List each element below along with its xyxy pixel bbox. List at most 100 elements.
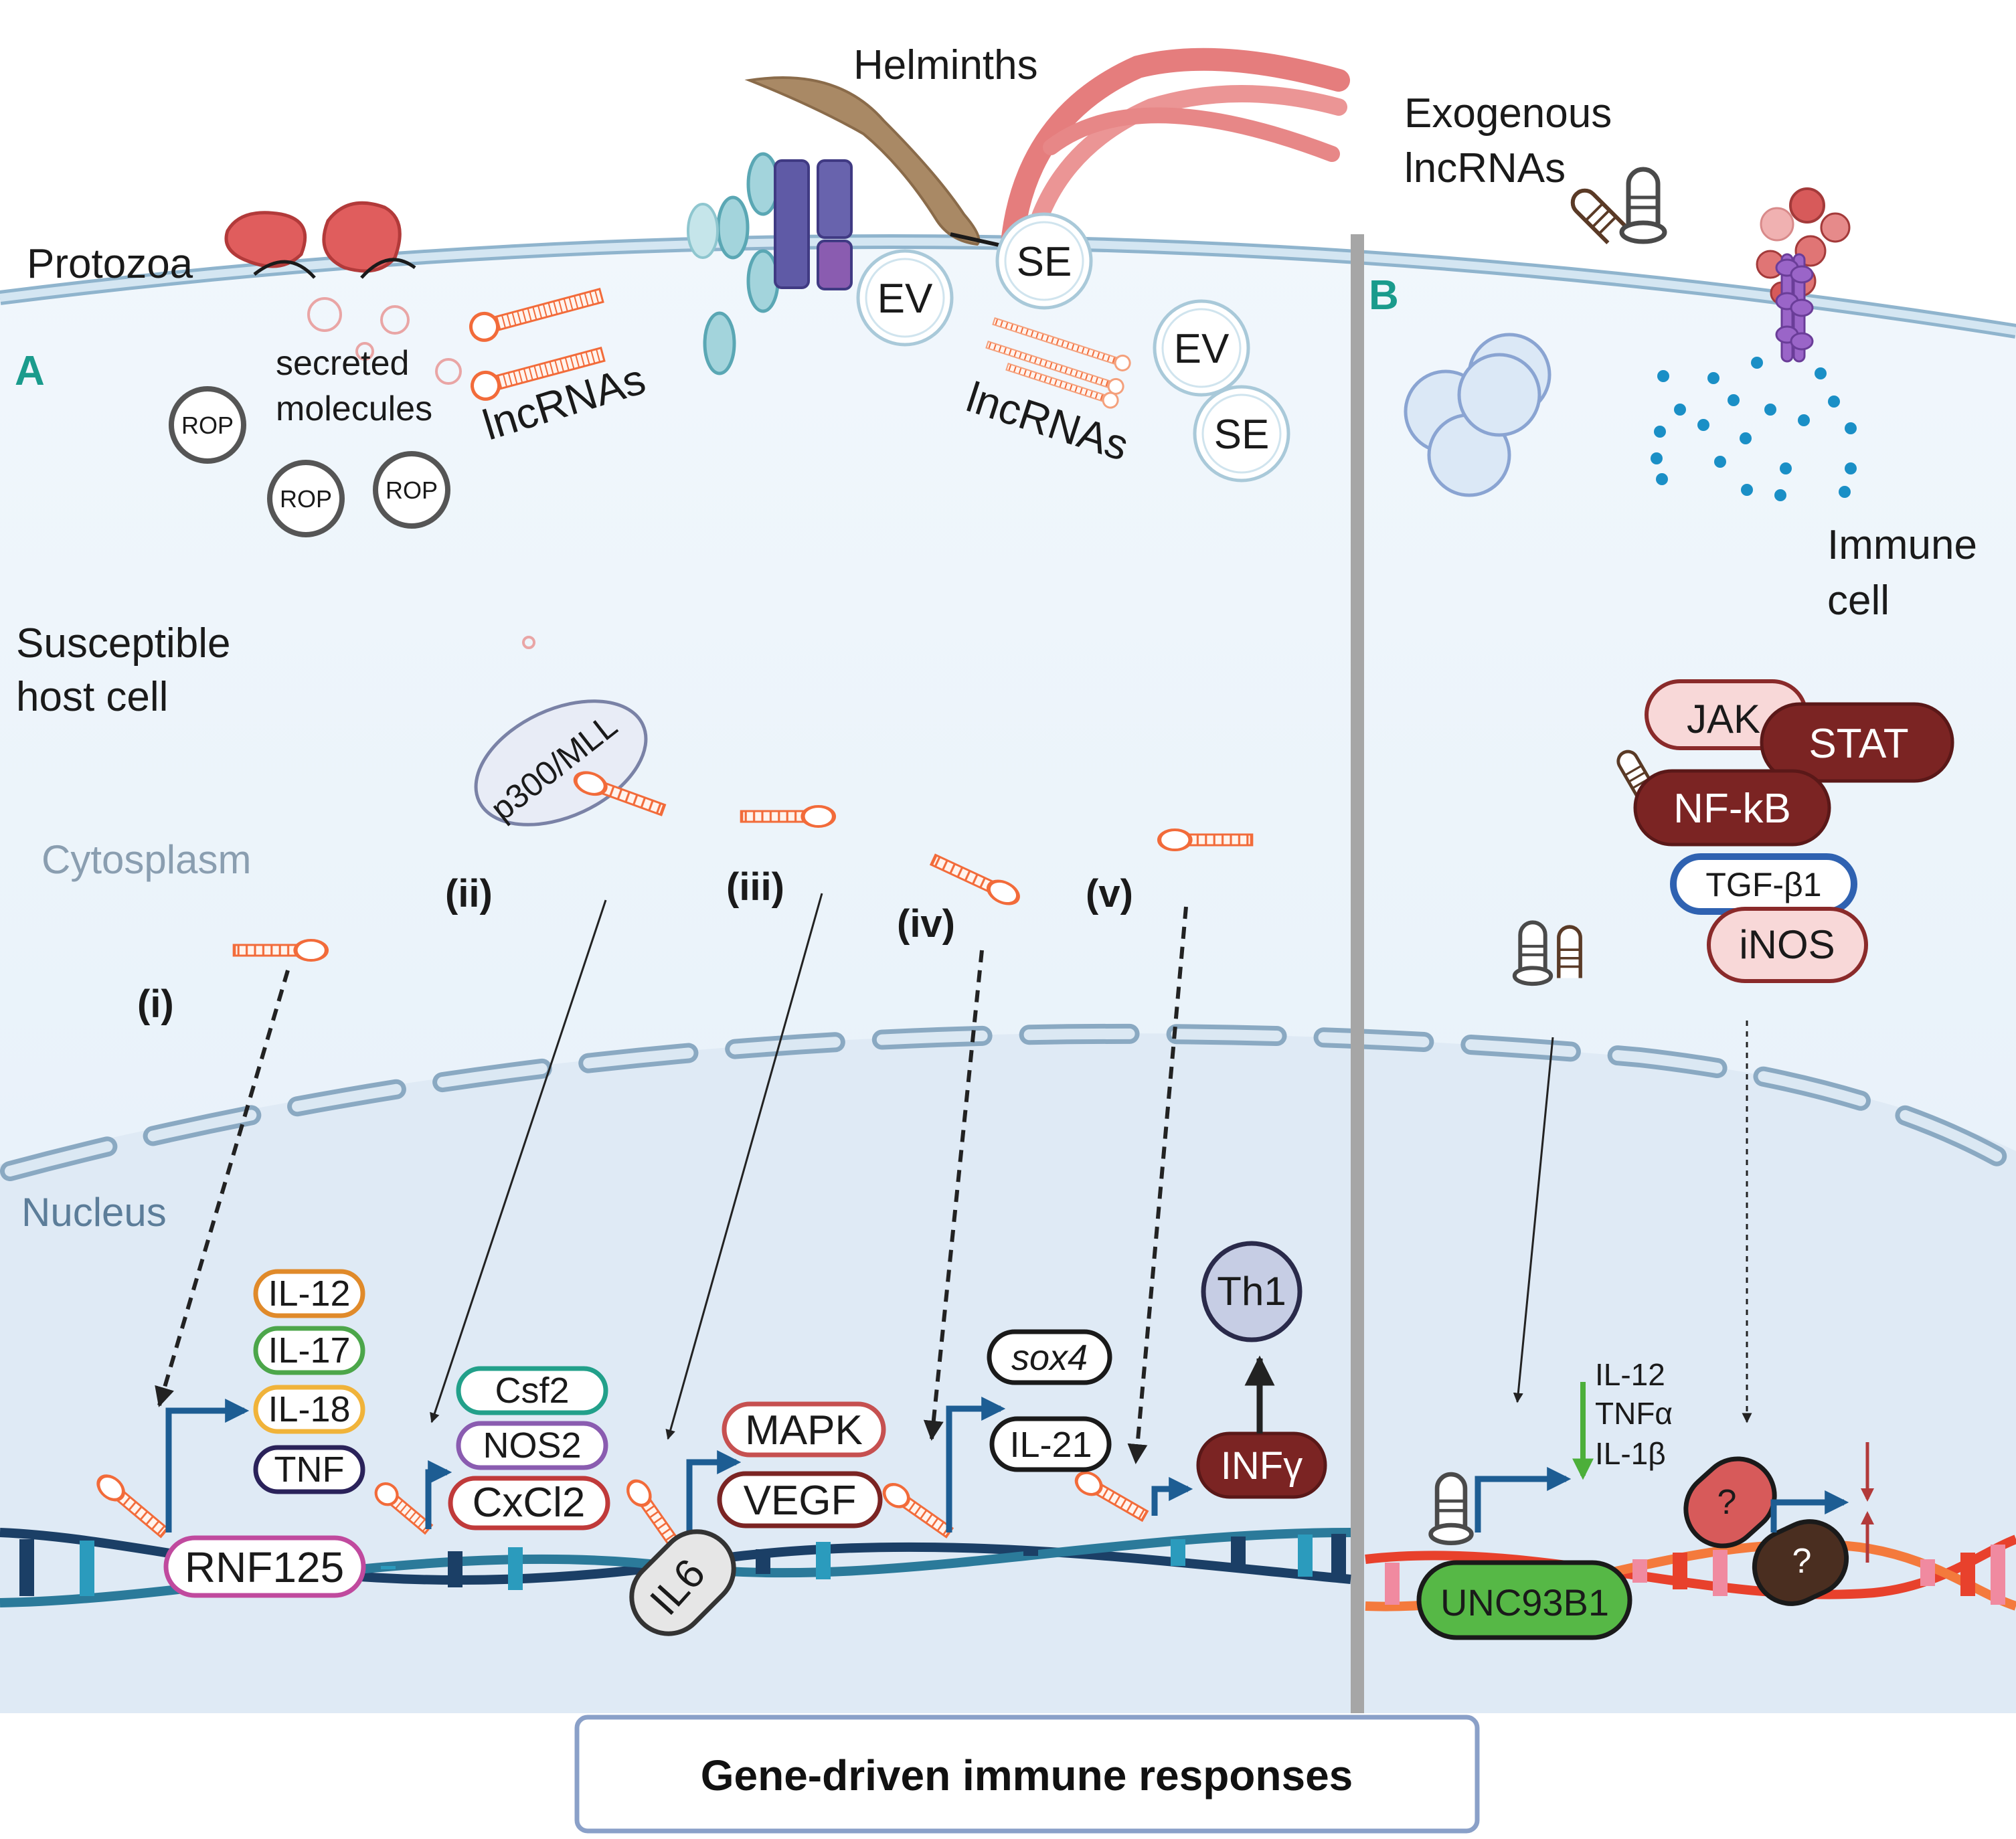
gene-sox4: sox4 — [987, 1329, 1112, 1385]
panel-b-letter: B — [1369, 272, 1399, 319]
gene-tnf: TNF — [253, 1445, 365, 1494]
lncrna-small-3 — [1005, 362, 1119, 409]
cytokine-tnfa: TNFα — [1595, 1396, 1673, 1431]
cytokine-dots — [1651, 357, 1857, 501]
unknown-transcription-arrow — [1770, 1490, 1849, 1532]
pathway-arrow-iii — [665, 893, 823, 1440]
unc93b1-node: UNC93B1 — [1416, 1560, 1632, 1640]
se-label-1: SE — [1017, 239, 1072, 285]
host-cell-label-1: Susceptible — [16, 620, 231, 667]
protozoa-icon — [224, 201, 416, 279]
receptor-complex-icon — [687, 152, 853, 375]
svg-text:IL-18: IL-18 — [268, 1389, 350, 1429]
th1-node: Th1 — [1201, 1241, 1303, 1342]
svg-text:IL-21: IL-21 — [1009, 1425, 1092, 1465]
gene-vegf: VEGF — [717, 1471, 883, 1528]
rop-label-3: ROP — [386, 476, 438, 504]
gene-il-17: IL-17 — [253, 1326, 365, 1375]
ev-label-2: EV — [1174, 326, 1230, 372]
immune-receptor-icon — [1756, 187, 1851, 363]
svg-text:sox4: sox4 — [1011, 1338, 1088, 1378]
svg-text:MAPK: MAPK — [745, 1407, 863, 1454]
secreted-exosome-2: SE — [1193, 385, 1290, 483]
cytoplasm-label: Cytosplasm — [41, 837, 251, 882]
gene-csf2: Csf2 — [456, 1366, 608, 1415]
footer-box — [574, 1715, 1480, 1834]
pathway-arrow-v — [1127, 906, 1188, 1464]
gene-rnf125: RNF125 — [163, 1535, 366, 1598]
svg-text:CxCl2: CxCl2 — [473, 1480, 586, 1526]
ev-label-1: EV — [877, 276, 933, 322]
pathway-arrow-ii — [430, 899, 607, 1423]
gene-mapk: MAPK — [722, 1401, 886, 1458]
cytokine-il-1b: IL-1β — [1595, 1436, 1666, 1471]
exogenous-label-2: lncRNAs — [1404, 145, 1566, 191]
unc93b1-transcription-arrow — [1475, 1467, 1572, 1532]
gene-cxcl2: CxCl2 — [448, 1476, 610, 1530]
svg-text:?: ? — [1717, 1483, 1737, 1522]
stat-node: STAT — [1760, 702, 1954, 783]
svg-text:RNF125: RNF125 — [185, 1543, 344, 1591]
helminths-label: Helminths — [853, 42, 1038, 88]
svg-text:Csf2: Csf2 — [495, 1371, 569, 1411]
gene-il6: IL6 — [629, 1529, 736, 1636]
transcription-arrows-a — [165, 1397, 1193, 1539]
extracellular-vesicle-2: EV — [1153, 299, 1250, 397]
gene-il-21: IL-21 — [989, 1416, 1112, 1472]
cyto-brown-hairpin-b — [1559, 927, 1580, 978]
svg-text:STAT: STAT — [1809, 721, 1908, 767]
footer-label: Gene-driven immune responses — [701, 1751, 1353, 1800]
helminth-icon — [744, 48, 1350, 273]
lncrna-small-2 — [985, 340, 1124, 395]
gene-il-12: IL-12 — [253, 1269, 365, 1318]
gene-nos2: NOS2 — [456, 1421, 608, 1470]
unknown-factor-2: ? — [1752, 1519, 1849, 1606]
pathway-label-iv: (iv) — [897, 902, 955, 946]
pathway-arrow-i — [155, 970, 290, 1407]
pathway-label-i: (i) — [137, 982, 174, 1026]
exo-to-unc93b1-arrow — [1513, 1037, 1554, 1403]
unknown-factor-1: ? — [1683, 1456, 1777, 1549]
cyto-grey-hairpin-b — [1515, 922, 1551, 984]
inos-node: iNOS — [1707, 907, 1868, 983]
svg-text:UNC93B1: UNC93B1 — [1440, 1581, 1609, 1624]
immune-cell-label-1: Immune — [1827, 522, 1977, 568]
svg-text:TGF-β1: TGF-β1 — [1705, 866, 1821, 903]
svg-text:?: ? — [1792, 1542, 1812, 1581]
svg-text:NOS2: NOS2 — [483, 1425, 581, 1466]
lncrna-hairpin-top-1 — [469, 288, 604, 342]
svg-text:NF-kB: NF-kB — [1673, 786, 1791, 832]
dna-grey-hairpin-b — [1431, 1474, 1472, 1543]
lncrna-small-1 — [992, 317, 1131, 371]
rop-granule-1: ROP — [169, 386, 246, 464]
rop-label-2: ROP — [280, 485, 332, 513]
nfkb-node: NF-kB — [1633, 769, 1831, 847]
rop-granule-3: ROP — [373, 451, 450, 529]
panel-a-letter: A — [15, 348, 45, 394]
svg-text:Th1: Th1 — [1217, 1269, 1286, 1314]
rop-granule-2: ROP — [267, 460, 345, 537]
pathway-label-v: (v) — [1086, 872, 1133, 915]
pathway-arrow-iv — [923, 950, 984, 1441]
nucleus-label: Nucleus — [21, 1190, 167, 1235]
svg-text:iNOS: iNOS — [1739, 922, 1835, 967]
rop-label-1: ROP — [181, 412, 234, 439]
secreted-label-1: secreted — [276, 344, 409, 383]
extracellular-vesicle-1: EV — [856, 249, 954, 347]
gene-il-18: IL-18 — [253, 1385, 365, 1434]
secreted-exosome-1: SE — [995, 212, 1093, 310]
panel-divider — [1351, 234, 1364, 1713]
svg-text:VEGF: VEGF — [744, 1478, 857, 1524]
exogenous-label-1: Exogenous — [1404, 90, 1612, 137]
cytokine-il-12: IL-12 — [1595, 1357, 1665, 1392]
host-cell-label-2: host cell — [16, 674, 168, 720]
svg-text:IL-12: IL-12 — [268, 1274, 350, 1314]
immune-cell-label-2: cell — [1827, 578, 1889, 624]
secreted-bubbles — [307, 297, 535, 649]
pathway-label-iii: (iii) — [726, 865, 784, 909]
pathway-label-ii: (ii) — [445, 872, 493, 915]
vesicle-cluster — [1404, 333, 1551, 497]
svg-text:JAK: JAK — [1687, 697, 1760, 741]
tgfb1-node: TGF-β1 — [1670, 853, 1857, 915]
